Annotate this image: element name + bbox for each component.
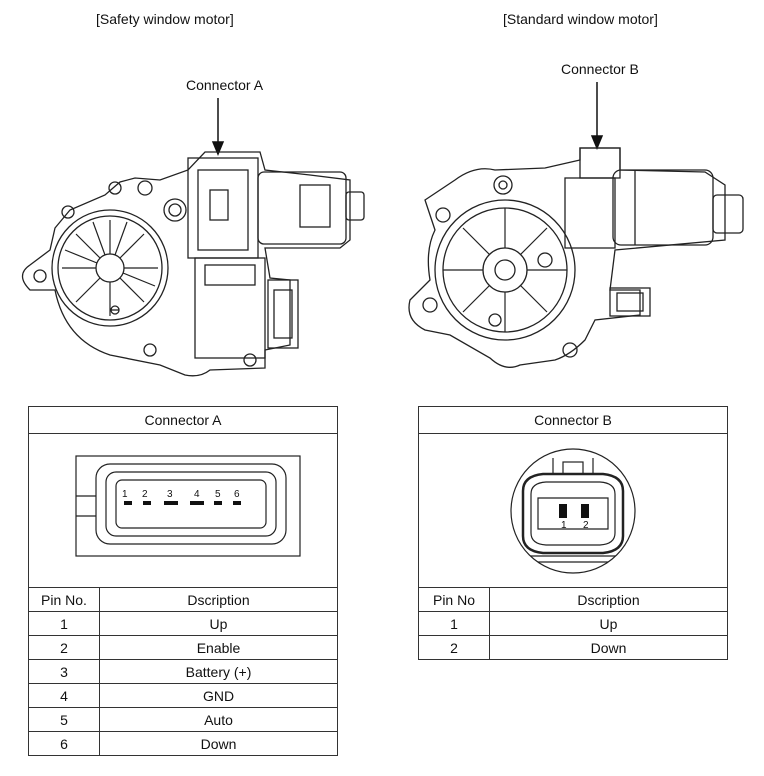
pin-description: Down [99,731,338,756]
pin-number: 4 [28,683,100,708]
standard-motor-title: [Standard window motor] [503,11,658,27]
connector-b-pin-table: Pin No Dscription 1 Up 2 Down [418,587,728,660]
safety-motor-title: [Safety window motor] [96,11,234,27]
connector-a-pin-label: 5 [215,489,221,500]
safety-window-motor-illustration [21,151,365,377]
table-row: 1 Up [28,611,338,636]
connector-a-pin-label: 2 [142,489,148,500]
pin-description: Enable [99,635,338,660]
pin-number: 2 [418,635,490,660]
connector-a-heading: Connector A [29,407,337,434]
column-header-description: Dscription [489,587,728,612]
connector-b-pin-label: 1 [561,520,567,531]
connector-b-face-drawing [510,448,636,574]
pin-number: 5 [28,707,100,732]
connector-a-callout: Connector A [186,77,264,93]
pin-number: 6 [28,731,100,756]
connector-b-callout: Connector B [561,61,639,77]
pin-number: 1 [418,611,490,636]
table-row: 4 GND [28,683,338,708]
table-row: 2 Down [418,635,728,660]
pin-description: GND [99,683,338,708]
connector-a-pin-table: Pin No. Dscription 1 Up 2 Enable 3 Batte… [28,587,338,756]
connector-b-panel: Connector B [418,406,728,588]
table-row: 5 Auto [28,707,338,732]
connector-a-pin-label: 4 [194,489,200,500]
pin-description: Auto [99,707,338,732]
connector-a-face-drawing [75,455,301,557]
pin-number: 1 [28,611,100,636]
connector-a-pin-label: 3 [167,489,173,500]
table-header-row: Pin No Dscription [418,587,728,612]
connector-a-pin-label: 6 [234,489,240,500]
pin-number: 3 [28,659,100,684]
table-header-row: Pin No. Dscription [28,587,338,612]
table-row: 2 Enable [28,635,338,660]
pin-description: Down [489,635,728,660]
pin-description: Up [489,611,728,636]
table-row: 3 Battery (+) [28,659,338,684]
pin-description: Battery (+) [99,659,338,684]
pin-description: Up [99,611,338,636]
standard-window-motor-illustration [408,147,744,368]
table-row: 6 Down [28,731,338,756]
connector-a-pin-label: 1 [122,489,128,500]
pin-number: 2 [28,635,100,660]
column-header-description: Dscription [99,587,338,612]
column-header-pin-no: Pin No. [28,587,100,612]
column-header-pin-no: Pin No [418,587,490,612]
connector-b-heading: Connector B [419,407,727,434]
table-row: 1 Up [418,611,728,636]
connector-b-pin-label: 2 [583,520,589,531]
